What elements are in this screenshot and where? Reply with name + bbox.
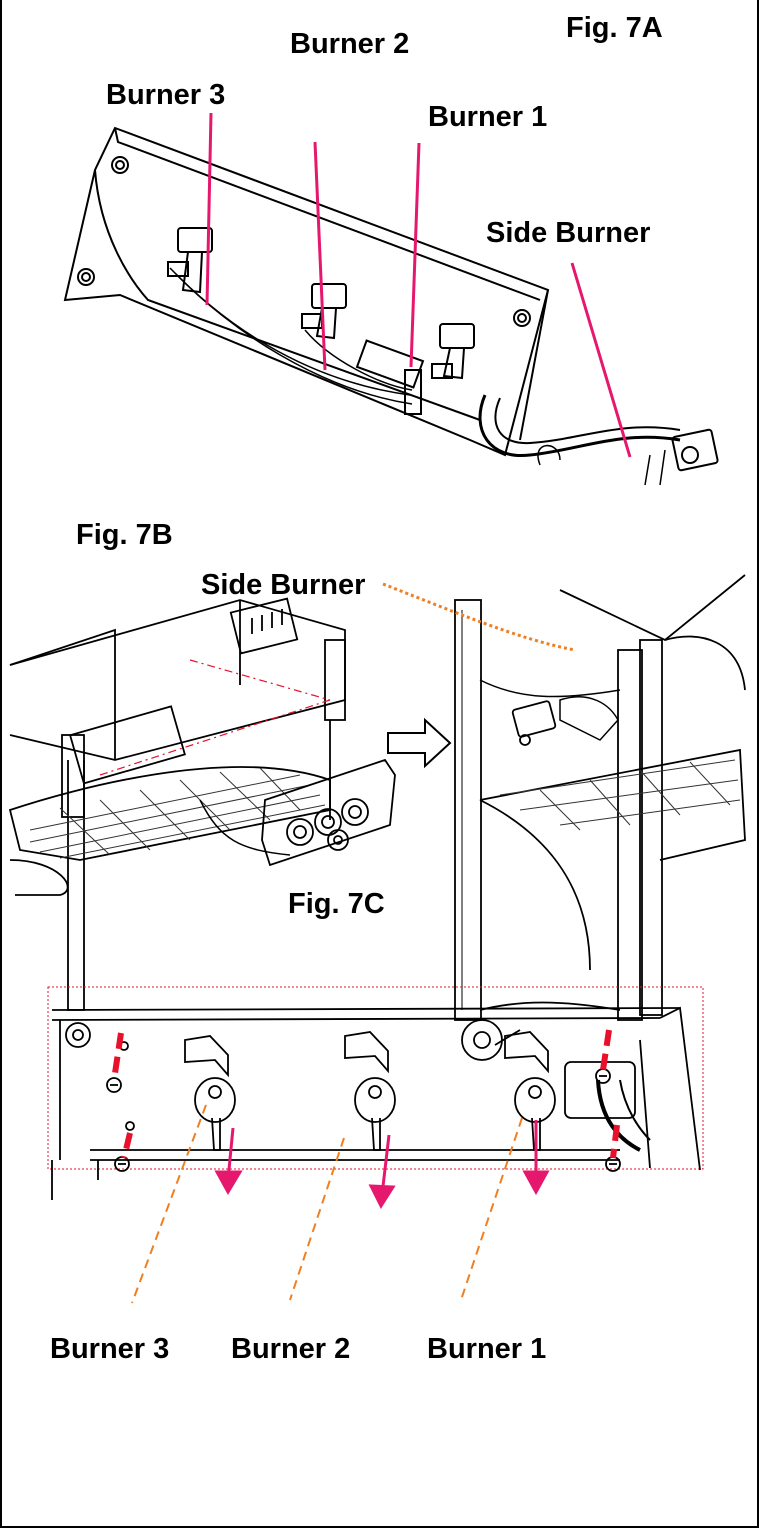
fig7c-label-burner-3: Burner 3 bbox=[50, 1333, 170, 1365]
fig7c-label-burner-1: Burner 1 bbox=[427, 1333, 547, 1365]
fig7a-label-side-burner: Side Burner bbox=[486, 217, 651, 249]
fig7a-title: Fig. 7A bbox=[566, 12, 663, 44]
fig7b-title: Fig. 7B bbox=[76, 519, 173, 551]
fig7c-label-burner-2: Burner 2 bbox=[231, 1333, 351, 1365]
fig7a-label-burner-2: Burner 2 bbox=[290, 28, 410, 60]
fig7a-label-burner-1: Burner 1 bbox=[428, 101, 548, 133]
fig7b-label-side-burner: Side Burner bbox=[201, 569, 366, 601]
fig7c-title: Fig. 7C bbox=[288, 888, 385, 920]
fig7a-label-burner-3: Burner 3 bbox=[106, 79, 226, 111]
